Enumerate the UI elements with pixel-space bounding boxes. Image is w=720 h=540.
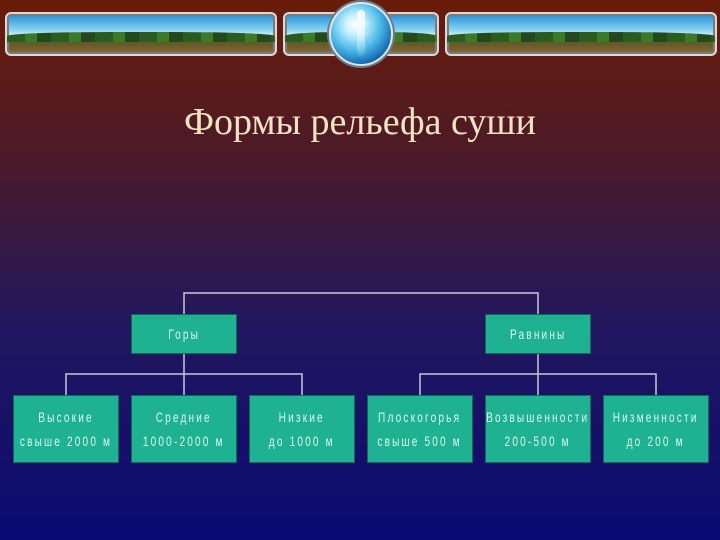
node-mountains: Горы [131, 314, 237, 354]
node-label-line2: 1000-2000 м [143, 429, 225, 453]
node-label-line1: Средние [143, 405, 225, 429]
node-label-line1: Низменности [613, 405, 699, 429]
node-lowlands: Низменности до 200 м [603, 395, 709, 463]
node-plateaus: Плоскогорья свыше 500 м [367, 395, 473, 463]
node-label-line1: Низкие [269, 405, 335, 429]
node-low-mountains: Низкие до 1000 м [249, 395, 355, 463]
node-label-line2: свыше 500 м [378, 429, 462, 453]
node-label-line2: свыше 2000 м [20, 429, 112, 453]
node-high-mountains: Высокие свыше 2000 м [13, 395, 119, 463]
node-plains: Равнины [485, 314, 591, 354]
node-label-line2: 200-500 м [486, 429, 589, 453]
node-uplands: Возвышенности 200-500 м [485, 395, 591, 463]
node-label-line2: до 200 м [613, 429, 699, 453]
node-label-line1: Возвышенности [486, 405, 589, 429]
node-label-line1: Высокие [20, 405, 112, 429]
node-plains-label: Равнины [510, 322, 566, 346]
root-connector [184, 293, 538, 314]
node-mountains-label: Горы [168, 322, 200, 346]
node-label-line1: Плоскогорья [378, 405, 462, 429]
node-label-line2: до 1000 м [269, 429, 335, 453]
node-medium-mountains: Средние 1000-2000 м [131, 395, 237, 463]
